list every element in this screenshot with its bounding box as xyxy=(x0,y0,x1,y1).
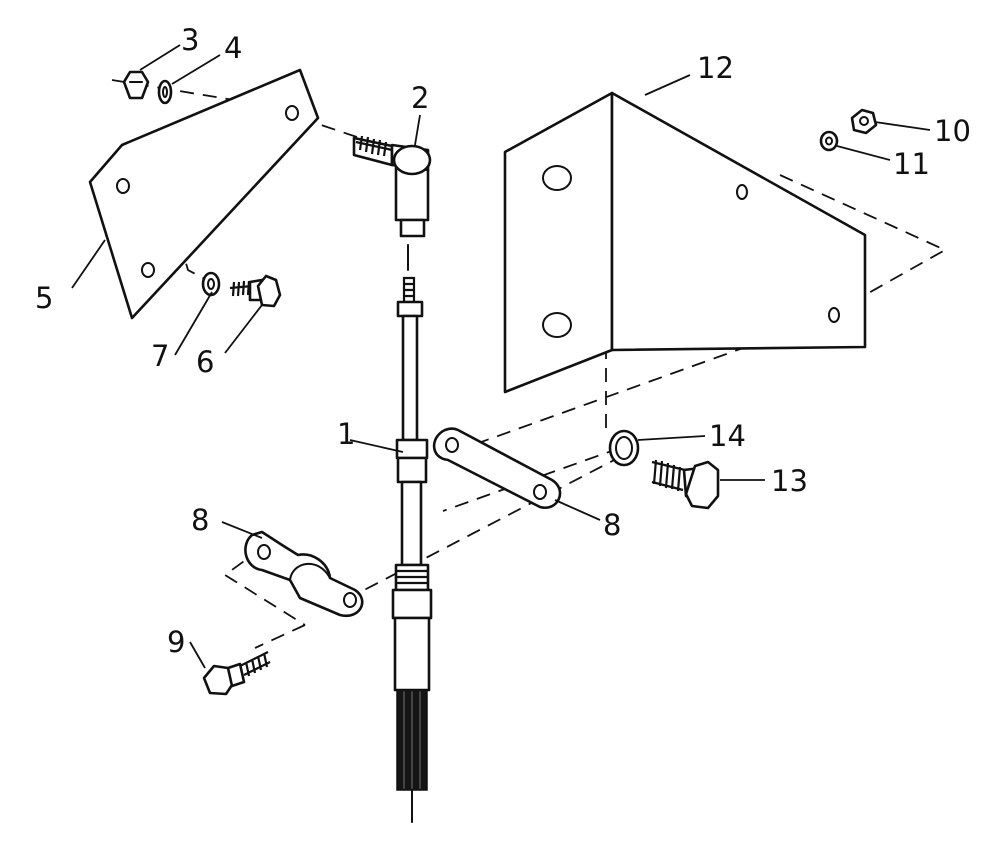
bolt-clamp xyxy=(202,651,271,696)
callout-8-left: 8 xyxy=(191,503,209,537)
control-cable xyxy=(391,244,433,823)
callout-10: 10 xyxy=(934,114,971,148)
washer-left-lower xyxy=(201,271,221,297)
angle-bracket xyxy=(503,91,867,394)
callout-6: 6 xyxy=(196,345,214,379)
left-mounting-plate xyxy=(88,68,320,320)
cable-clamp xyxy=(244,530,364,618)
callout-5: 5 xyxy=(35,281,53,315)
callout-8-right: 8 xyxy=(603,508,621,542)
ball-joint xyxy=(352,135,432,238)
callout-2: 2 xyxy=(411,81,429,115)
washer-right-lower xyxy=(608,429,640,467)
callout-3: 3 xyxy=(181,23,199,57)
callout-labels: 1 2 3 4 5 6 7 8 8 9 10 11 12 13 14 xyxy=(35,23,971,659)
bolt-left-plate xyxy=(229,274,282,308)
callout-9: 9 xyxy=(167,625,185,659)
flat-strap-plate xyxy=(432,427,562,509)
callout-14: 14 xyxy=(709,419,746,453)
hex-nut-top-left xyxy=(122,70,150,100)
callout-12: 12 xyxy=(697,51,734,85)
leader-lines xyxy=(71,44,931,669)
washer-top-left xyxy=(157,79,173,105)
callout-4: 4 xyxy=(224,31,242,65)
callout-11: 11 xyxy=(893,147,930,181)
washer-top-right xyxy=(819,130,839,152)
callout-7: 7 xyxy=(151,339,169,373)
hex-nut-top-right xyxy=(850,108,878,135)
callout-1: 1 xyxy=(337,417,355,451)
callout-13: 13 xyxy=(771,464,808,498)
bolt-bracket xyxy=(651,459,720,510)
